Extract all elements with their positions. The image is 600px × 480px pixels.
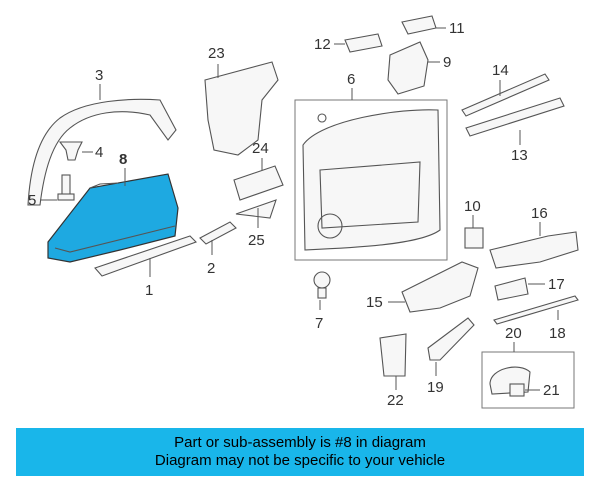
callout-17: 17 [548,276,565,293]
part-14-strip [461,73,550,117]
callout-1: 1 [145,282,153,299]
callout-3: 3 [95,67,103,84]
callout-25: 25 [248,232,265,249]
callout-11: 11 [449,20,465,37]
callout-10: 10 [464,198,481,215]
part-23-panel [204,61,279,156]
part-25-plate [235,199,277,219]
callout-9: 9 [443,54,451,71]
callout-22: 22 [387,392,404,409]
callout-24: 24 [252,140,269,157]
part-1-lower-molding [94,235,198,277]
callout-8: 8 [119,151,127,168]
part-12-clip [344,33,383,53]
part-9-bracket [387,41,429,95]
banner-line-2: Diagram may not be specific to your vehi… [154,452,446,469]
part-6-door-panel [294,99,448,261]
parts-diagram: 3 4 5 8 1 2 23 24 25 6 7 9 10 11 12 13 1… [27,15,579,409]
part-7-fastener [313,271,331,299]
callout-5: 5 [28,192,36,209]
part-22-cover [379,333,407,377]
callout-19: 19 [427,379,444,396]
info-banner: Part or sub-assembly is #8 in diagram Di… [16,428,584,476]
callout-12: 12 [314,36,331,53]
callout-7: 7 [315,315,323,332]
callout-21: 21 [543,382,560,399]
part-19-trim [427,317,475,361]
part-4-clip [58,141,83,161]
part-10-switch [464,227,484,249]
part-3-window-molding [27,98,177,206]
part-2-trim [199,221,237,245]
callout-numbers: 3 4 5 8 1 2 23 24 25 6 7 9 10 11 12 13 1… [28,20,566,409]
part-15-armrest [401,261,479,313]
part-24-plate [233,165,284,201]
callout-4: 4 [95,144,103,161]
part-18-strip [493,295,579,325]
callout-20: 20 [505,325,522,342]
part-17-handle [494,277,529,301]
callout-6: 6 [347,71,355,88]
callout-14: 14 [492,62,509,79]
part-8-trim-panel [47,173,179,263]
callout-13: 13 [511,147,528,164]
part-16-trim [489,231,579,269]
part-13-strip [465,97,565,137]
callout-2: 2 [207,260,215,277]
part-5-screw [57,174,75,201]
part-11-clip [401,15,437,35]
part-20-assembly [481,351,575,409]
callout-23: 23 [208,45,225,62]
banner-line-1: Part or sub-assembly is #8 in diagram [174,434,426,451]
leader-lines [40,27,559,391]
callout-15: 15 [366,294,383,311]
callout-18: 18 [549,325,566,342]
callout-16: 16 [531,205,548,222]
